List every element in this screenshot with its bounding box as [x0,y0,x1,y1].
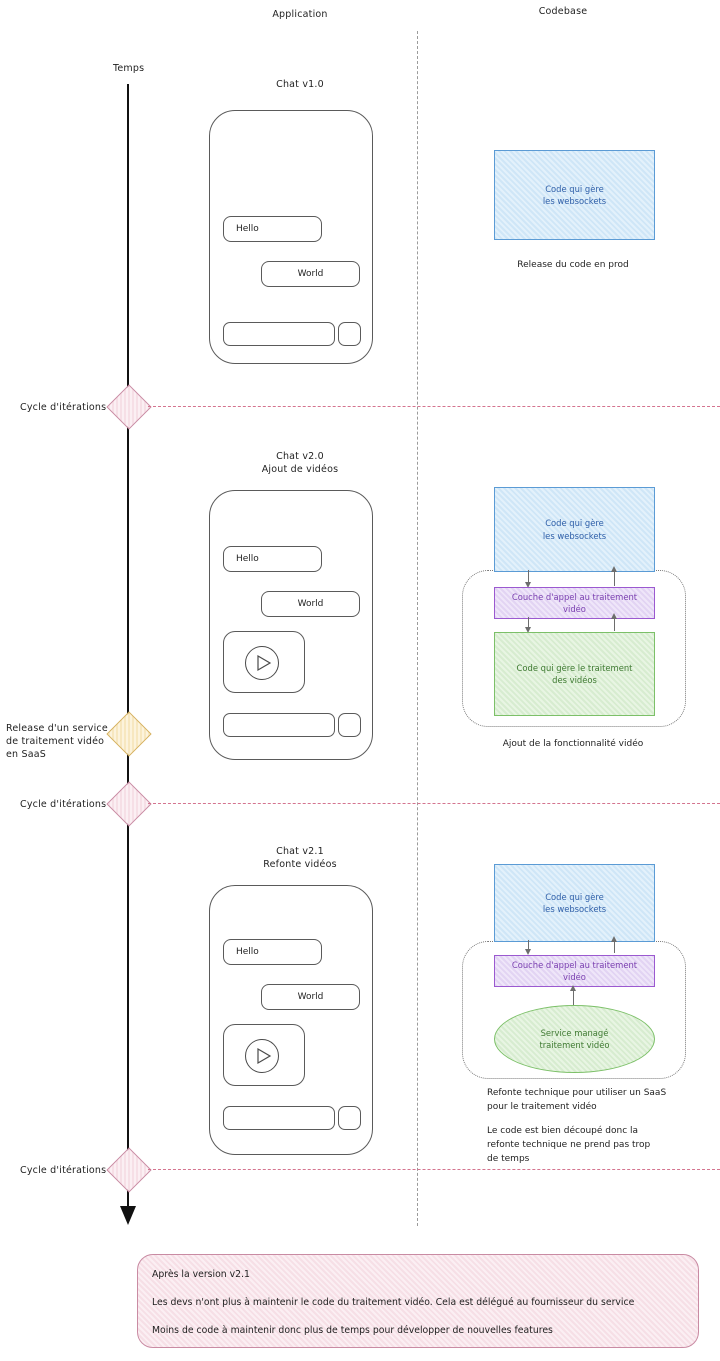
timeline-arrowhead [120,1206,136,1225]
arrow-head-up [569,985,576,991]
arrow-head-up [610,566,617,572]
code-block-websockets-v21: Code qui gère les websockets [494,864,655,942]
chat-bubble-incoming: Hello [223,216,322,242]
code-block-label: Code qui gère les websockets [542,518,607,541]
timeline-marker-4 [106,1147,152,1193]
code-block-websockets-v2: Code qui gère les websockets [494,487,655,572]
code-block-label: Couche d'appel au traitement vidéo [511,591,638,615]
send-button[interactable] [338,713,361,737]
code-block-label: Service managé traitement vidéo [539,1027,610,1051]
section-2-caption: Ajout de la fonctionnalité vidéo [502,739,644,749]
section-2-app-title: Chat v2.0 [276,451,324,462]
message-input[interactable] [223,322,335,346]
arrow-head-down [524,582,531,588]
column-header-application: Application [272,9,328,20]
send-button[interactable] [338,322,361,346]
section-3-app-subtitle: Refonte vidéos [263,859,337,870]
play-icon[interactable] [245,646,279,680]
code-block-video-layer-v21: Couche d'appel au traitement vidéo [494,955,655,987]
arrow-head-up [610,936,617,942]
timeline-axis-label: Temps [113,63,145,74]
summary-box: Après la version v2.1 Les devs n'ont plu… [137,1254,699,1348]
timeline-marker-1-label: Cycle d'itérations [20,402,107,413]
timeline-divider-3 [148,803,720,804]
chat-bubble-outgoing: World [261,261,360,287]
section-2-app-subtitle: Ajout de vidéos [261,464,339,475]
arrow-shaft-up [573,991,575,1005]
arrow-shaft-down [528,617,530,629]
timeline-divider-1 [148,406,720,407]
chat-bubble-incoming: Hello [223,546,322,572]
code-block-label: Code qui gère les websockets [542,891,607,915]
send-button[interactable] [338,1106,361,1130]
code-block-video-layer-v2: Couche d'appel au traitement vidéo [494,587,655,619]
summary-line-1: Après la version v2.1 [152,1269,250,1280]
chat-bubble-text: Hello [236,947,259,957]
timeline-marker-1 [106,384,152,430]
chat-bubble-text: Hello [236,224,259,234]
timeline-marker-2 [106,711,152,757]
chat-bubble-outgoing: World [261,591,360,617]
message-input[interactable] [223,1106,335,1130]
arrow-shaft-up [614,942,616,953]
code-block-label: Couche d'appel au traitement vidéo [511,959,638,983]
code-block-label: Code qui gère le traitement des vidéos [516,662,633,686]
play-triangle-icon [257,654,272,672]
phone-mockup-v21: Hello World [209,885,373,1155]
arrow-head-down [524,949,531,955]
section-3-app-title: Chat v2.1 [276,846,324,857]
arrow-shaft-up [614,572,616,586]
chat-bubble-incoming: Hello [223,939,322,965]
chat-bubble-outgoing: World [261,984,360,1010]
summary-line-3: Moins de code à maintenir donc plus de t… [152,1325,553,1336]
phone-mockup-v1: Hello World [209,110,373,364]
timeline-marker-3-label: Cycle d'itérations [20,799,107,810]
play-icon[interactable] [245,1039,279,1073]
code-block-video-processing-v2: Code qui gère le traitement des vidéos [494,632,655,716]
timeline-axis [127,84,130,1215]
arrow-shaft-down [528,570,530,584]
video-message[interactable] [223,1024,305,1086]
timeline-marker-3 [106,781,152,827]
section-3-caption-2: Le code est bien découpé donc la refonte… [487,1126,651,1164]
chat-bubble-text: World [297,269,324,279]
message-input[interactable] [223,713,335,737]
section-1-caption: Release du code en prod [517,260,629,270]
section-3-caption-1: Refonte technique pour utiliser un SaaS … [487,1088,667,1112]
arrow-head-up [610,613,617,619]
code-block-label: Code qui gère les websockets [542,183,607,207]
phone-mockup-v2: Hello World [209,490,373,760]
summary-line-2: Les devs n'ont plus à maintenir le code … [152,1297,635,1308]
arrow-shaft-up [614,619,616,631]
video-message[interactable] [223,631,305,693]
managed-service-ellipse: Service managé traitement vidéo [494,1005,655,1073]
column-header-codebase: Codebase [538,6,588,17]
chat-bubble-text: World [297,599,324,609]
chat-bubble-text: World [297,992,324,1002]
play-triangle-icon [257,1047,272,1065]
arrow-shaft-down [528,940,530,951]
chat-bubble-text: Hello [236,554,259,564]
code-block-websockets-v1: Code qui gère les websockets [494,150,655,240]
column-separator [417,31,418,1226]
timeline-marker-4-label: Cycle d'itérations [20,1165,107,1176]
arrow-head-down [524,627,531,633]
timeline-divider-4 [148,1169,720,1170]
timeline-marker-2-label: Release d'un service de traitement vidéo… [6,723,108,760]
section-1-app-title: Chat v1.0 [276,79,324,90]
